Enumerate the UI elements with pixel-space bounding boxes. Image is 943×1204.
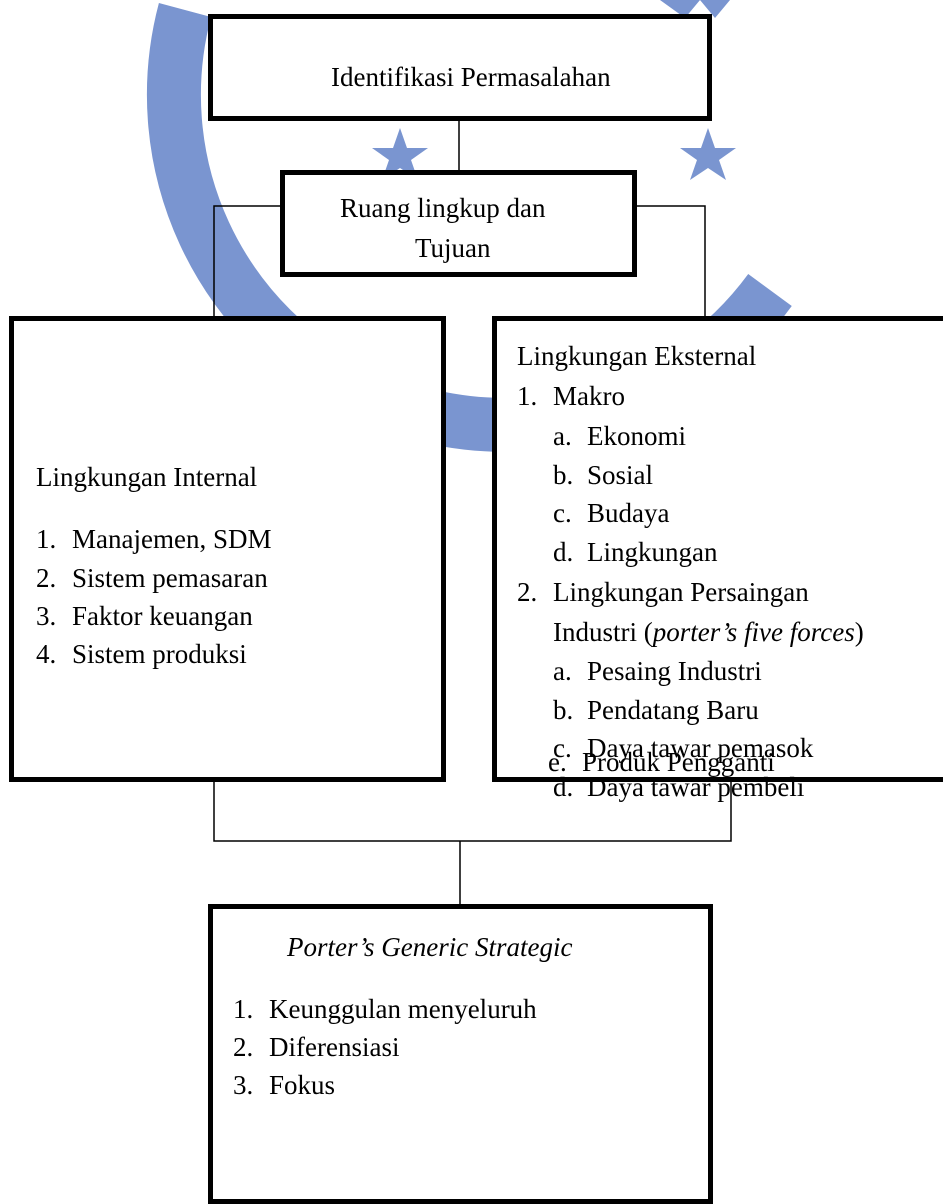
persaingan-item-b-letter: b. bbox=[553, 695, 574, 725]
lingkungan-internal-title: Lingkungan Internal bbox=[36, 462, 258, 492]
porter-item-1-label: Keunggulan menyeluruh bbox=[269, 994, 537, 1024]
porter-generic-strategic-box: Porter’s Generic Strategic 1. Keunggulan… bbox=[208, 904, 713, 1204]
porter-item-2-label: Diferensiasi bbox=[269, 1032, 400, 1062]
porter-item-2-number: 2. bbox=[233, 1032, 254, 1062]
makro-item-d-letter: d. bbox=[553, 537, 574, 567]
eksternal-persaingan-number: 2. bbox=[517, 577, 538, 607]
makro-item-d-label: Lingkungan bbox=[587, 537, 718, 567]
persaingan-item-d-letter: d. bbox=[553, 772, 574, 802]
ruang-lingkup-label-line1: Ruang lingkup dan bbox=[340, 193, 546, 223]
internal-item-1-label: Manajemen, SDM bbox=[72, 524, 272, 554]
internal-item-3-label: Faktor keuangan bbox=[72, 601, 253, 631]
ruang-lingkup-box: Ruang lingkup dan Tujuan bbox=[280, 170, 637, 277]
persaingan-item-a-letter: a. bbox=[553, 656, 572, 686]
porter-item-1-number: 1. bbox=[233, 994, 254, 1024]
makro-item-c-label: Budaya bbox=[587, 498, 670, 528]
makro-item-b-letter: b. bbox=[553, 460, 574, 490]
porter-item-3-label: Fokus bbox=[269, 1070, 336, 1100]
persaingan-subtitle-italic: porter’s five forces bbox=[652, 617, 855, 647]
internal-item-2-label: Sistem pemasaran bbox=[72, 563, 268, 593]
porter-generic-strategic-title: Porter’s Generic Strategic bbox=[287, 932, 573, 962]
persaingan-item-a-label: Pesaing Industri bbox=[587, 656, 762, 686]
internal-item-4-label: Sistem produksi bbox=[72, 639, 247, 669]
persaingan-item-e-label: Produk Pengganti bbox=[582, 747, 775, 777]
persaingan-item-c-label: Daya tawar pemasok bbox=[587, 733, 814, 763]
internal-item-3-number: 3. bbox=[36, 601, 57, 631]
ruang-lingkup-label-line2: Tujuan bbox=[415, 233, 491, 263]
internal-item-2-number: 2. bbox=[36, 563, 57, 593]
makro-item-a-label: Ekonomi bbox=[587, 421, 686, 451]
porter-item-3-number: 3. bbox=[233, 1070, 254, 1100]
eksternal-persaingan-label: Lingkungan Persaingan bbox=[553, 577, 809, 607]
identifikasi-permasalahan-label: Identifikasi Permasalahan bbox=[331, 62, 611, 92]
persaingan-item-e-letter: e. bbox=[548, 747, 567, 777]
persaingan-subtitle-prefix: Industri ( bbox=[553, 617, 653, 647]
makro-item-a-letter: a. bbox=[553, 421, 572, 451]
internal-item-1-number: 1. bbox=[36, 524, 57, 554]
identifikasi-permasalahan-box: Identifikasi Permasalahan bbox=[208, 14, 712, 121]
eksternal-makro-label: Makro bbox=[553, 381, 625, 411]
lingkungan-internal-box: Lingkungan Internal 1. Manajemen, SDM 2.… bbox=[9, 316, 446, 782]
persaingan-subtitle-suffix: ) bbox=[854, 617, 864, 647]
persaingan-item-b-label: Pendatang Baru bbox=[587, 695, 759, 725]
lingkungan-eksternal-title: Lingkungan Eksternal bbox=[517, 341, 757, 371]
persaingan-subtitle: Industri (porter’s five forces) bbox=[553, 617, 864, 647]
persaingan-item-d-label: Daya tawar pembeli bbox=[587, 772, 805, 802]
makro-item-c-letter: c. bbox=[553, 498, 572, 528]
persaingan-item-c-letter: c. bbox=[553, 733, 572, 763]
eksternal-makro-number: 1. bbox=[517, 381, 538, 411]
makro-item-b-label: Sosial bbox=[587, 460, 654, 490]
lingkungan-eksternal-box: Lingkungan Eksternal 1. Makro a. Ekonomi… bbox=[492, 316, 943, 802]
internal-item-4-number: 4. bbox=[36, 639, 57, 669]
